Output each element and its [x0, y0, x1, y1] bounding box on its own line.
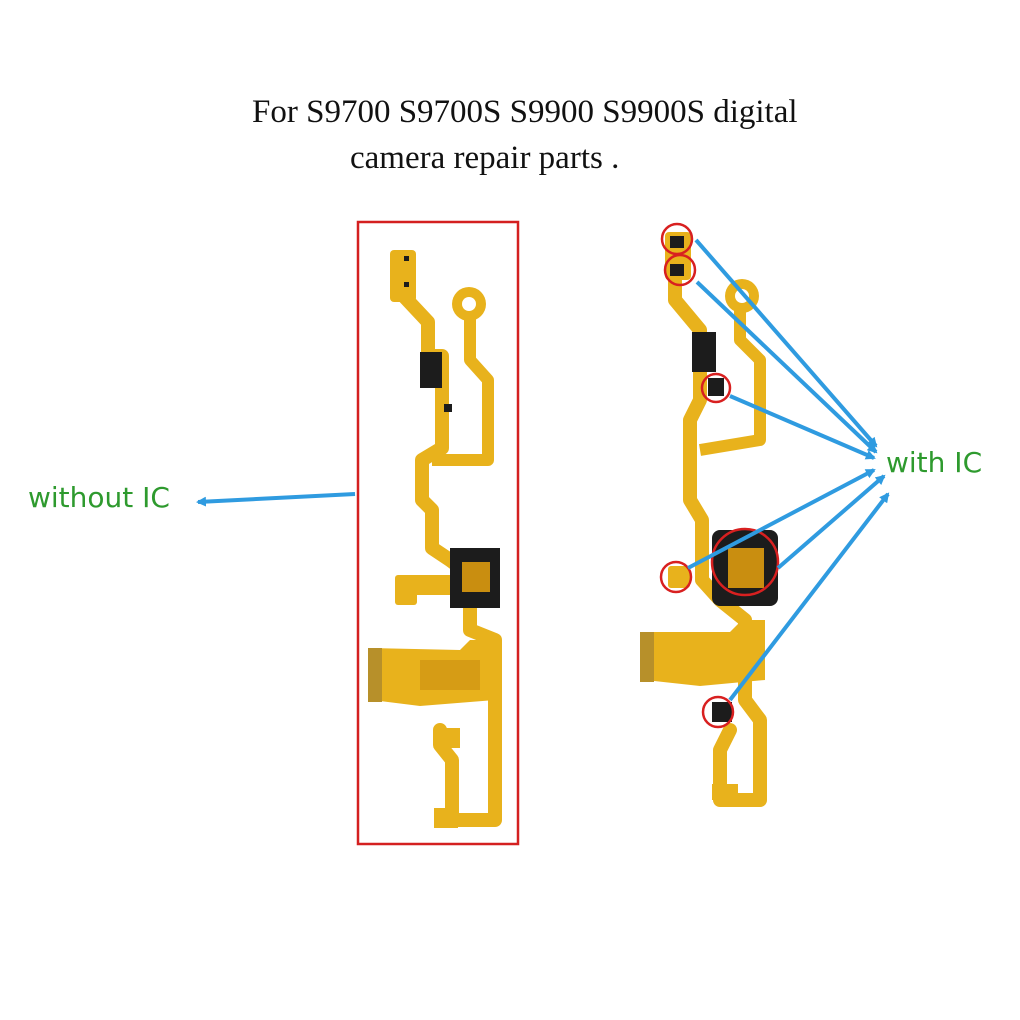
ic-marker: [710, 527, 780, 597]
label-with-ic: with IC: [886, 446, 983, 479]
arrow-with-ic: [776, 474, 886, 570]
arrows-with-ic: [687, 238, 890, 702]
arrow-with-ic: [728, 492, 890, 702]
highlight-frame: [356, 220, 520, 846]
ic-marker: [663, 253, 697, 287]
ic-marker: [700, 372, 732, 404]
ic-markers: [659, 222, 780, 729]
arrow-without-ic: [196, 492, 356, 507]
flex-cable-with-ic: [640, 232, 778, 807]
product-title-line-1: For S9700 S9700S S9900 S9900S digital: [252, 94, 798, 130]
arrow-with-ic: [694, 238, 878, 448]
ic-marker: [659, 560, 693, 594]
arrow-with-ic: [695, 280, 878, 454]
arrow-with-ic: [687, 468, 876, 570]
product-title-line-2: camera repair parts .: [350, 140, 620, 176]
ic-marker: [660, 222, 694, 256]
label-without-ic: without IC: [28, 481, 170, 514]
flex-cable-without-ic: [368, 250, 502, 828]
ic-marker: [701, 695, 735, 729]
arrow-with-ic: [729, 394, 876, 460]
